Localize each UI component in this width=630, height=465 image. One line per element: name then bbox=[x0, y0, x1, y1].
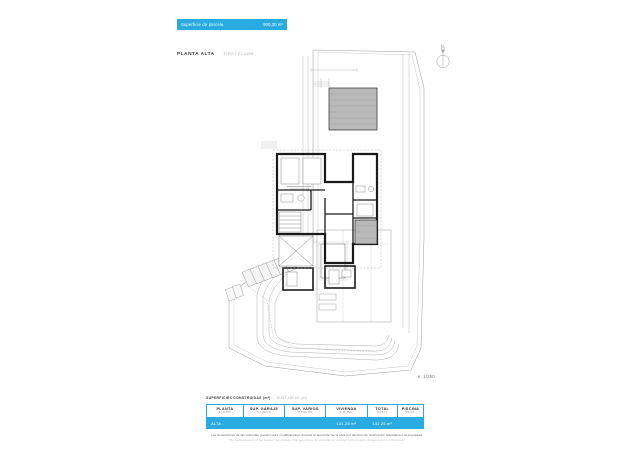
north-arrow-graphic bbox=[436, 47, 450, 68]
floor-title: PLANTA ALTA FIRST FLOOR bbox=[177, 52, 254, 57]
table-header-row: PLANTA FLOOR SUP. GARAJE GARAGE SUP. VAR… bbox=[206, 404, 425, 418]
bedroom-east bbox=[356, 203, 374, 217]
areas-caption-en: - BUILT AREAS (m²) bbox=[274, 396, 308, 400]
cell-varios bbox=[284, 417, 327, 429]
disclaimer-en: The measurements of the houses may under… bbox=[228, 437, 406, 442]
floor-plan-drawing bbox=[225, 48, 440, 378]
site-boundary-inner bbox=[233, 51, 421, 373]
bathroom-east bbox=[355, 185, 374, 193]
column-header-piscina: PISCINA POOL bbox=[396, 404, 425, 418]
column-header-total: TOTAL TOTAL bbox=[366, 404, 398, 418]
disclaimer: Las dimensiones de las viviendas pueden … bbox=[206, 433, 428, 442]
roof-projection bbox=[272, 149, 382, 269]
cell-garaje bbox=[242, 417, 286, 429]
terrace-north-hatch bbox=[329, 93, 377, 125]
areas-caption-es: SUPERFICIES CONSTRUIDAS (m²) bbox=[206, 396, 271, 400]
cell-piscina bbox=[396, 417, 425, 429]
garden-steps-lower bbox=[225, 283, 244, 302]
staircase bbox=[278, 211, 302, 233]
site-boundary bbox=[228, 49, 425, 377]
interior-walls bbox=[277, 182, 377, 244]
built-areas-table: PLANTA FLOOR SUP. GARAJE GARAGE SUP. VAR… bbox=[206, 404, 425, 429]
north-arrow-icon: N bbox=[432, 44, 454, 70]
scale-note: e: 1/250 bbox=[418, 374, 435, 379]
bedroom-south-fixtures bbox=[286, 269, 352, 287]
column-header-vivienda: VIVIENDA HOUSE bbox=[325, 404, 368, 418]
grid-hatch-north bbox=[313, 81, 329, 87]
cell-planta: ALTA - bbox=[206, 417, 244, 429]
hall-void bbox=[278, 235, 314, 267]
parcel-area-label: Superficie de parcela bbox=[181, 22, 224, 27]
floor-plan-svg bbox=[225, 49, 425, 377]
terrace-north bbox=[328, 87, 378, 131]
plot-edge-lines bbox=[302, 54, 410, 333]
column-header-planta: PLANTA FLOOR bbox=[206, 404, 244, 418]
north-arrow-label: N bbox=[441, 44, 444, 48]
cell-total: 131,25 m² bbox=[366, 417, 398, 429]
garden-dashed-line bbox=[244, 283, 376, 353]
parcel-area-banner: Superficie de parcela 900,30 m² bbox=[177, 19, 287, 30]
bedroom-north-label bbox=[287, 186, 311, 190]
column-header-garaje: SUP. GARAJE GARAGE bbox=[242, 404, 286, 418]
areas-caption: SUPERFICIES CONSTRUIDAS (m²) - BUILT ARE… bbox=[206, 396, 307, 400]
outdoor-furniture bbox=[318, 293, 337, 311]
disclaimer-es: Las dimensiones de las viviendas pueden … bbox=[211, 433, 423, 437]
dimension-marks bbox=[310, 68, 358, 88]
cell-vivienda: 131,25 m² bbox=[325, 417, 368, 429]
floor-title-es: PLANTA ALTA bbox=[177, 52, 215, 57]
bedroom-north bbox=[280, 157, 322, 185]
terrace-south-hatch bbox=[355, 225, 377, 239]
table-row: ALTA - 131,25 m² 131,25 m² bbox=[206, 417, 425, 429]
column-header-varios: SUP. VARIOS OTHERS bbox=[284, 404, 327, 418]
floor-title-en: FIRST FLOOR bbox=[223, 52, 254, 56]
grid-hatch-west bbox=[261, 141, 277, 149]
parcel-area-value: 900,30 m² bbox=[263, 22, 283, 27]
